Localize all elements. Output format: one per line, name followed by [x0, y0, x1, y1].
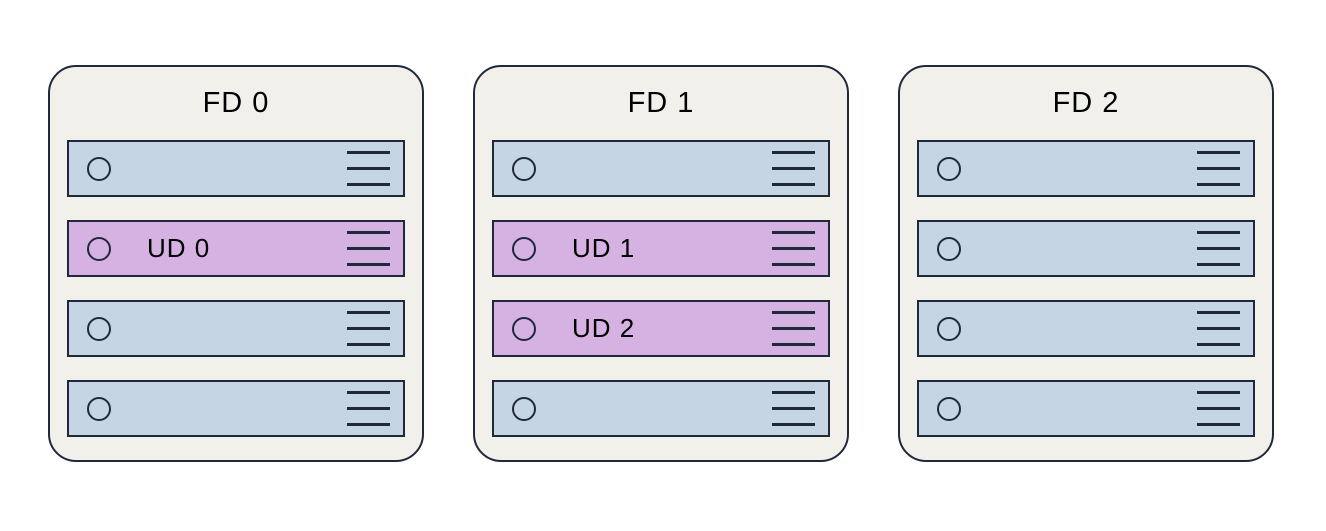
update-domain-label: UD 2 [572, 313, 636, 343]
server-row-fd2-1 [917, 220, 1255, 277]
power-circle-icon [87, 396, 111, 421]
vent-lines-icon [772, 151, 815, 186]
server-rows [917, 140, 1255, 437]
power-circle-icon [512, 316, 536, 341]
fault-domain-label: FD 2 [1052, 87, 1120, 119]
server-row-fd0-1: UD 0 [67, 220, 405, 277]
vent-lines-icon [1197, 231, 1240, 266]
vent-lines-icon [1197, 391, 1240, 426]
server-row-fd1-3 [492, 380, 830, 437]
power-circle-icon [512, 156, 536, 181]
power-circle-icon [937, 316, 961, 341]
server-row-fd0-2 [67, 300, 405, 357]
update-domain-label: UD 0 [147, 233, 211, 263]
server-row-fd2-3 [917, 380, 1255, 437]
power-circle-icon [87, 316, 111, 341]
server-row-fd0-3 [67, 380, 405, 437]
server-row-fd1-1: UD 1 [492, 220, 830, 277]
fault-domain-panel-2: FD 2 [898, 65, 1274, 462]
vent-lines-icon [1197, 151, 1240, 186]
fault-domain-label: FD 0 [202, 87, 270, 119]
server-rows: UD 0 [67, 140, 405, 437]
power-circle-icon [937, 396, 961, 421]
power-circle-icon [937, 236, 961, 261]
vent-lines-icon [347, 391, 390, 426]
power-circle-icon [87, 156, 111, 181]
server-row-fd2-2 [917, 300, 1255, 357]
vent-lines-icon [772, 391, 815, 426]
fault-domain-panel-1: FD 1 UD 1 UD 2 [473, 65, 849, 462]
fault-domain-panels: FD 0 UD 0 FD 1 UD 1 UD 2 [48, 65, 1274, 462]
vent-lines-icon [347, 151, 390, 186]
power-circle-icon [87, 236, 111, 261]
vent-lines-icon [772, 231, 815, 266]
fault-domain-label: FD 1 [627, 87, 695, 119]
vent-lines-icon [347, 231, 390, 266]
server-row-fd1-0 [492, 140, 830, 197]
vent-lines-icon [772, 311, 815, 346]
vent-lines-icon [347, 311, 390, 346]
server-row-fd0-0 [67, 140, 405, 197]
server-rows: UD 1 UD 2 [492, 140, 830, 437]
server-row-fd1-2: UD 2 [492, 300, 830, 357]
power-circle-icon [512, 236, 536, 261]
update-domain-label: UD 1 [572, 233, 636, 263]
power-circle-icon [937, 156, 961, 181]
power-circle-icon [512, 396, 536, 421]
vent-lines-icon [1197, 311, 1240, 346]
server-row-fd2-0 [917, 140, 1255, 197]
fault-domain-panel-0: FD 0 UD 0 [48, 65, 424, 462]
